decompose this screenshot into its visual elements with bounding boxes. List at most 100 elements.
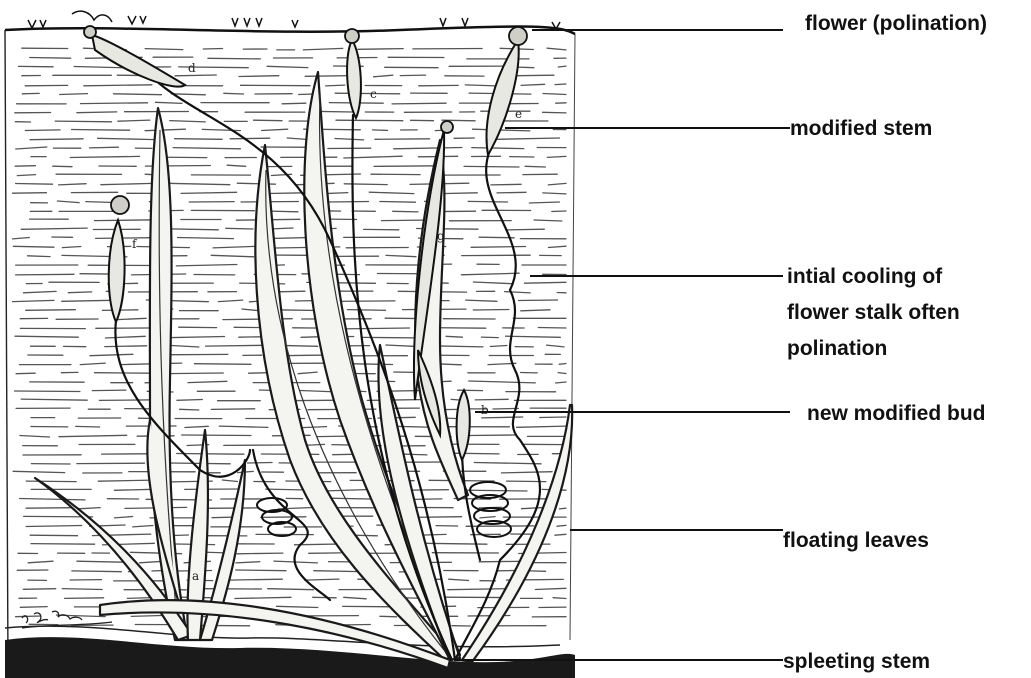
water-line bbox=[534, 220, 562, 221]
water-line bbox=[62, 589, 102, 590]
water-line bbox=[502, 472, 553, 473]
water-line bbox=[16, 274, 74, 275]
water-line bbox=[68, 292, 91, 293]
water-line bbox=[559, 508, 566, 509]
water-line bbox=[480, 517, 495, 518]
water-line bbox=[525, 282, 567, 283]
water-line bbox=[106, 336, 146, 338]
water-line bbox=[194, 364, 251, 365]
water-line bbox=[16, 373, 35, 374]
water-line bbox=[344, 597, 367, 599]
water-line bbox=[15, 166, 35, 167]
water-line bbox=[90, 147, 119, 148]
label-cooling-line3: polination bbox=[787, 337, 887, 360]
part-letter: e bbox=[515, 107, 522, 121]
water-line bbox=[543, 193, 566, 194]
water-line bbox=[474, 463, 541, 464]
water-line bbox=[99, 400, 156, 401]
water-line bbox=[206, 345, 266, 346]
water-line bbox=[237, 553, 283, 554]
water-line bbox=[268, 589, 314, 590]
water-line bbox=[90, 354, 133, 355]
water-line bbox=[16, 616, 41, 617]
label-floating-leaves: floating leaves bbox=[783, 529, 929, 552]
water-line bbox=[26, 310, 76, 311]
water-line bbox=[517, 426, 566, 427]
water-line bbox=[105, 346, 147, 347]
water-line bbox=[80, 363, 105, 365]
water-line bbox=[506, 336, 561, 337]
part-letter: a bbox=[192, 569, 199, 583]
water-line bbox=[171, 94, 205, 95]
water-line bbox=[553, 598, 566, 599]
water-line bbox=[15, 336, 78, 337]
water-line bbox=[28, 256, 51, 257]
label-flower: flower (polination) bbox=[805, 12, 987, 35]
part-letter: b bbox=[481, 403, 489, 417]
water-line bbox=[374, 166, 439, 167]
water-line bbox=[236, 562, 260, 563]
water-line bbox=[13, 300, 55, 301]
water-line bbox=[540, 417, 566, 418]
flower bbox=[441, 121, 453, 133]
water-line bbox=[557, 525, 566, 526]
water-line bbox=[525, 166, 545, 167]
water-line bbox=[55, 121, 111, 122]
water-line bbox=[298, 372, 317, 374]
water-line bbox=[140, 561, 163, 563]
water-line bbox=[335, 139, 364, 140]
water-line bbox=[473, 282, 511, 284]
water-line bbox=[182, 435, 251, 436]
label-spleeting-stem: spleeting stem bbox=[783, 650, 930, 673]
water-line bbox=[145, 129, 185, 131]
water-line bbox=[101, 183, 152, 184]
water-line bbox=[303, 48, 342, 50]
water-line bbox=[543, 94, 566, 95]
water-line bbox=[239, 76, 279, 77]
water-line bbox=[20, 436, 50, 438]
water-line bbox=[84, 85, 152, 86]
water-line bbox=[369, 192, 414, 193]
water-line bbox=[77, 561, 123, 562]
water-line bbox=[156, 102, 183, 103]
flower bbox=[84, 26, 96, 38]
water-line bbox=[558, 373, 566, 374]
water-line bbox=[227, 165, 246, 166]
water-line bbox=[450, 453, 499, 454]
water-line bbox=[185, 426, 208, 427]
water-line bbox=[261, 517, 306, 518]
water-line bbox=[448, 589, 510, 590]
water-line bbox=[167, 337, 225, 338]
water-line bbox=[313, 597, 337, 598]
water-line bbox=[267, 66, 308, 67]
water-line bbox=[386, 345, 414, 346]
label-new-bud: new modified bud bbox=[807, 402, 986, 425]
water-line bbox=[235, 597, 291, 598]
part-letter: g bbox=[437, 229, 445, 243]
water-line bbox=[30, 139, 83, 140]
water-line bbox=[62, 247, 81, 248]
water-line bbox=[24, 291, 57, 292]
water-line bbox=[340, 328, 410, 329]
water-line bbox=[218, 300, 242, 302]
water-line bbox=[13, 246, 54, 247]
water-line bbox=[180, 409, 199, 410]
water-line bbox=[96, 238, 153, 239]
water-hatching bbox=[13, 48, 567, 626]
flower bbox=[345, 29, 359, 43]
water-line bbox=[521, 310, 550, 311]
water-line bbox=[548, 246, 566, 247]
water-line bbox=[133, 526, 153, 527]
water-line bbox=[472, 148, 524, 149]
part-letter: c bbox=[370, 87, 377, 101]
water-line bbox=[114, 94, 162, 95]
water-line bbox=[173, 148, 240, 149]
water-line bbox=[248, 463, 273, 464]
water-line bbox=[79, 508, 101, 509]
water-line bbox=[505, 292, 531, 293]
water-line bbox=[497, 138, 560, 139]
water-line bbox=[161, 183, 230, 185]
water-line bbox=[211, 255, 254, 256]
water-line bbox=[547, 48, 566, 50]
